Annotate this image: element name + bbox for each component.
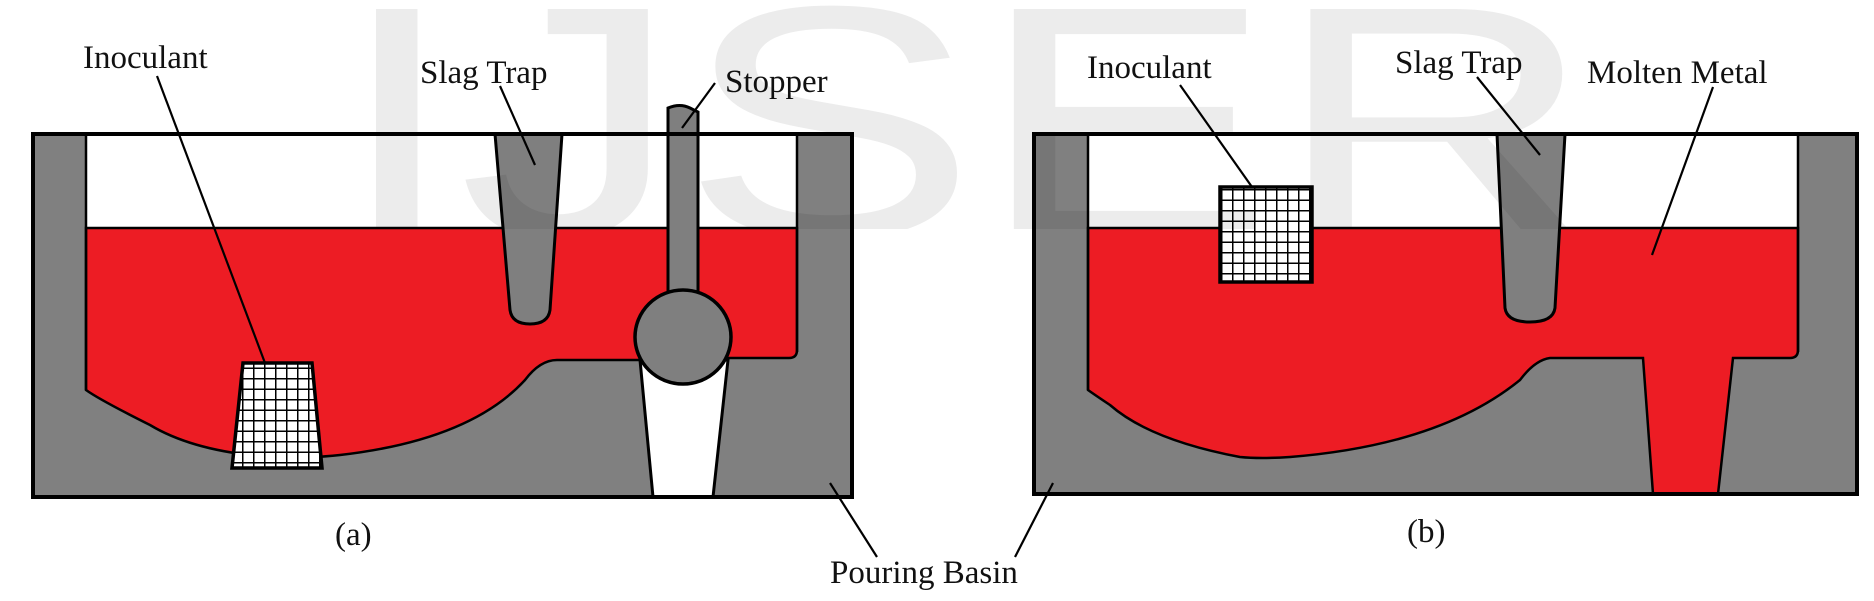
label-molten-metal: Molten Metal — [1587, 55, 1768, 91]
basin-b-inoculant-basket — [1218, 185, 1314, 284]
basin-a-slag-trap — [493, 132, 564, 326]
label-inoculant-a: Inoculant — [83, 40, 208, 76]
panel-b: Inoculant Slag Trap Molten Metal (b) — [1014, 45, 1859, 558]
panel-a: Inoculant Slag Trap Stopper (a) — [31, 40, 878, 558]
basin-b-molten-metal — [1086, 226, 1800, 496]
leader-slag-trap-a — [498, 85, 537, 166]
leader-pouring-basin-a — [829, 482, 878, 558]
caption-b: (b) — [1407, 514, 1445, 550]
label-slag-trap-a: Slag Trap — [420, 55, 547, 91]
leader-molten-metal — [1650, 86, 1715, 256]
basin-b-slag-trap — [1495, 132, 1567, 324]
leader-inoculant-b — [1179, 84, 1253, 188]
leader-slag-trap-b — [1476, 76, 1541, 156]
leader-inoculant-a — [155, 75, 267, 364]
basin-a-inoculant-basket — [230, 361, 324, 470]
caption-a: (a) — [335, 517, 372, 553]
svg-text:IJSER: IJSER — [335, 0, 1595, 306]
leader-stopper — [681, 82, 716, 129]
leader-pouring-basin-b — [1014, 482, 1054, 558]
label-stopper: Stopper — [725, 64, 828, 100]
watermark: IJSER — [335, 0, 1595, 306]
label-pouring-basin: Pouring Basin — [830, 555, 1018, 591]
label-slag-trap-b: Slag Trap — [1395, 45, 1522, 81]
basin-a-stopper-ball — [633, 288, 733, 386]
label-inoculant-b: Inoculant — [1087, 50, 1212, 86]
